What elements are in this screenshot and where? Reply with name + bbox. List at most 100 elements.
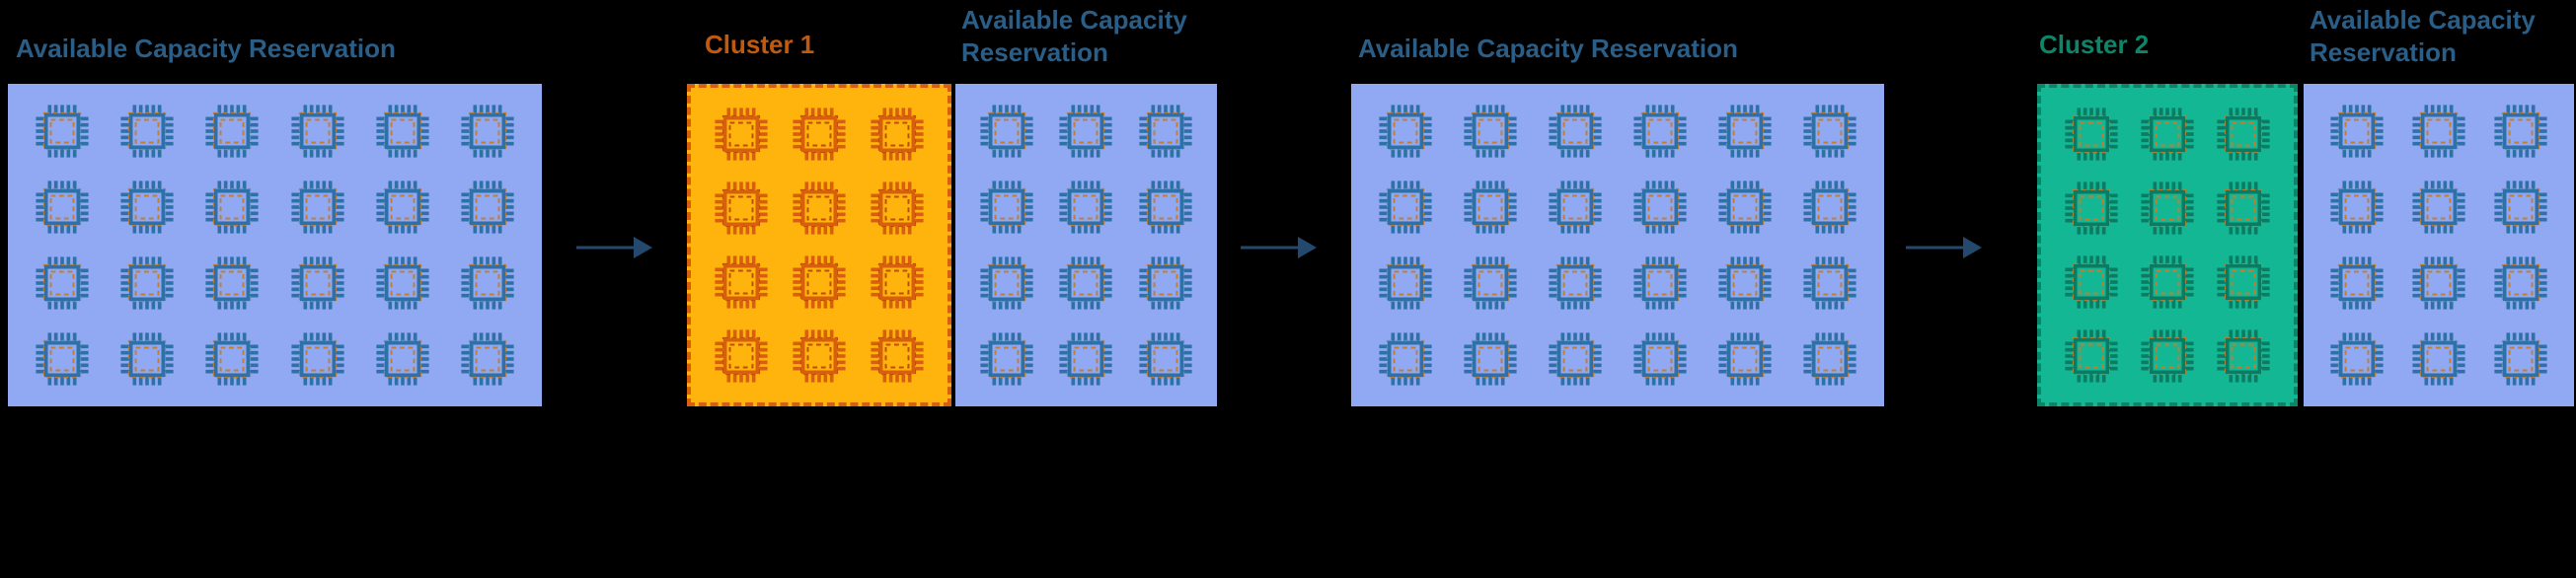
cpu-chip-icon bbox=[2063, 327, 2120, 385]
reservation-box-1 bbox=[8, 84, 542, 406]
cpu-chip-icon bbox=[34, 103, 91, 160]
cpu-chip-icon bbox=[2215, 327, 2272, 385]
cpu-chip-icon bbox=[1137, 330, 1194, 388]
cpu-chip-icon bbox=[34, 254, 91, 312]
cpu-chip-icon bbox=[791, 180, 848, 237]
cpu-chip-icon bbox=[459, 179, 516, 236]
cpu-chip-icon bbox=[1137, 103, 1194, 160]
cpu-chip-icon bbox=[2492, 254, 2549, 312]
cpu-chip-icon bbox=[374, 103, 431, 160]
cpu-chip-icon bbox=[869, 180, 926, 237]
cpu-chip-icon bbox=[2063, 180, 2120, 237]
reservation-box-2 bbox=[955, 84, 1217, 406]
cpu-chip-icon bbox=[2410, 103, 2467, 160]
cpu-chip-icon bbox=[1137, 179, 1194, 236]
cpu-chip-icon bbox=[289, 254, 346, 312]
cpu-chip-icon bbox=[978, 330, 1035, 388]
cpu-chip-icon bbox=[713, 180, 770, 237]
cpu-chip-icon bbox=[869, 106, 926, 163]
panel-title-line: Available Capacity bbox=[2310, 5, 2536, 35]
cpu-chip-icon bbox=[1462, 103, 1519, 160]
cpu-chip-icon bbox=[118, 179, 176, 236]
cpu-chip-icon bbox=[1631, 103, 1689, 160]
cpu-chip-icon bbox=[1462, 330, 1519, 388]
cpu-chip-icon bbox=[1057, 103, 1114, 160]
cpu-chip-icon bbox=[2215, 180, 2272, 237]
panel-title-line: Available Capacity bbox=[961, 5, 1187, 35]
cpu-chip-icon bbox=[1801, 254, 1858, 312]
cpu-chip-icon bbox=[978, 179, 1035, 236]
cpu-chip-icon bbox=[1801, 103, 1858, 160]
cpu-chip-icon bbox=[118, 254, 176, 312]
cpu-chip-icon bbox=[1057, 179, 1114, 236]
cpu-chip-icon bbox=[1377, 179, 1434, 236]
cpu-chip-icon bbox=[978, 103, 1035, 160]
cpu-chip-icon bbox=[791, 327, 848, 385]
panel-title-line: Reservation bbox=[2310, 37, 2457, 67]
cpu-chip-icon bbox=[713, 106, 770, 163]
cluster-2-label: Cluster 2 bbox=[2039, 30, 2150, 59]
panel-title-available-2: Available Capacity Reservation bbox=[961, 4, 1187, 69]
cpu-chip-icon bbox=[459, 103, 516, 160]
reservation-box-4 bbox=[2304, 84, 2574, 406]
cpu-chip-icon bbox=[978, 254, 1035, 312]
cpu-chip-icon bbox=[1462, 254, 1519, 312]
cpu-chip-icon bbox=[791, 253, 848, 311]
cpu-chip-icon bbox=[289, 179, 346, 236]
cpu-chip-icon bbox=[1716, 330, 1774, 388]
panel-title-available-1: Available Capacity Reservation bbox=[16, 34, 396, 63]
cpu-chip-icon bbox=[2410, 254, 2467, 312]
cpu-chip-icon bbox=[118, 103, 176, 160]
reservation-box-3 bbox=[1351, 84, 1884, 406]
cpu-chip-icon bbox=[203, 254, 261, 312]
cpu-chip-icon bbox=[2492, 330, 2549, 388]
cpu-chip-icon bbox=[2063, 253, 2120, 311]
cpu-chip-icon bbox=[1377, 103, 1434, 160]
cpu-chip-icon bbox=[2139, 327, 2196, 385]
cpu-chip-icon bbox=[1547, 179, 1604, 236]
right-arrow-icon bbox=[575, 233, 654, 262]
cpu-chip-icon bbox=[2328, 330, 2386, 388]
cpu-chip-icon bbox=[374, 330, 431, 388]
cpu-chip-icon bbox=[2328, 179, 2386, 236]
cluster-1-box bbox=[687, 84, 951, 406]
cpu-chip-icon bbox=[374, 254, 431, 312]
cpu-chip-icon bbox=[1631, 179, 1689, 236]
cpu-chip-icon bbox=[2328, 254, 2386, 312]
cpu-chip-icon bbox=[203, 330, 261, 388]
cpu-chip-icon bbox=[2063, 106, 2120, 163]
cpu-chip-icon bbox=[203, 103, 261, 160]
cpu-chip-icon bbox=[289, 330, 346, 388]
cpu-chip-icon bbox=[118, 330, 176, 388]
cpu-chip-icon bbox=[2410, 179, 2467, 236]
cpu-chip-icon bbox=[1547, 103, 1604, 160]
cpu-chip-icon bbox=[1716, 254, 1774, 312]
cpu-chip-icon bbox=[1547, 330, 1604, 388]
panel-title-available-3: Available Capacity Reservation bbox=[1358, 34, 1738, 63]
cpu-chip-icon bbox=[1137, 254, 1194, 312]
cpu-chip-icon bbox=[1716, 103, 1774, 160]
cpu-chip-icon bbox=[289, 103, 346, 160]
cpu-chip-icon bbox=[1716, 179, 1774, 236]
cpu-chip-icon bbox=[2139, 253, 2196, 311]
cpu-chip-icon bbox=[1801, 330, 1858, 388]
cpu-chip-icon bbox=[1057, 254, 1114, 312]
cpu-chip-icon bbox=[459, 254, 516, 312]
cpu-chip-icon bbox=[791, 106, 848, 163]
cpu-chip-icon bbox=[2410, 330, 2467, 388]
cpu-chip-icon bbox=[1801, 179, 1858, 236]
cpu-chip-icon bbox=[1057, 330, 1114, 388]
cpu-chip-icon bbox=[869, 253, 926, 311]
cpu-chip-icon bbox=[869, 327, 926, 385]
panel-title-line: Reservation bbox=[961, 37, 1108, 67]
cpu-chip-icon bbox=[1631, 254, 1689, 312]
cpu-chip-icon bbox=[1377, 254, 1434, 312]
cluster-2-box bbox=[2037, 84, 2298, 406]
cpu-chip-icon bbox=[2492, 179, 2549, 236]
cpu-chip-icon bbox=[2328, 103, 2386, 160]
cpu-chip-icon bbox=[34, 330, 91, 388]
cpu-chip-icon bbox=[459, 330, 516, 388]
cpu-chip-icon bbox=[1462, 179, 1519, 236]
cpu-chip-icon bbox=[34, 179, 91, 236]
